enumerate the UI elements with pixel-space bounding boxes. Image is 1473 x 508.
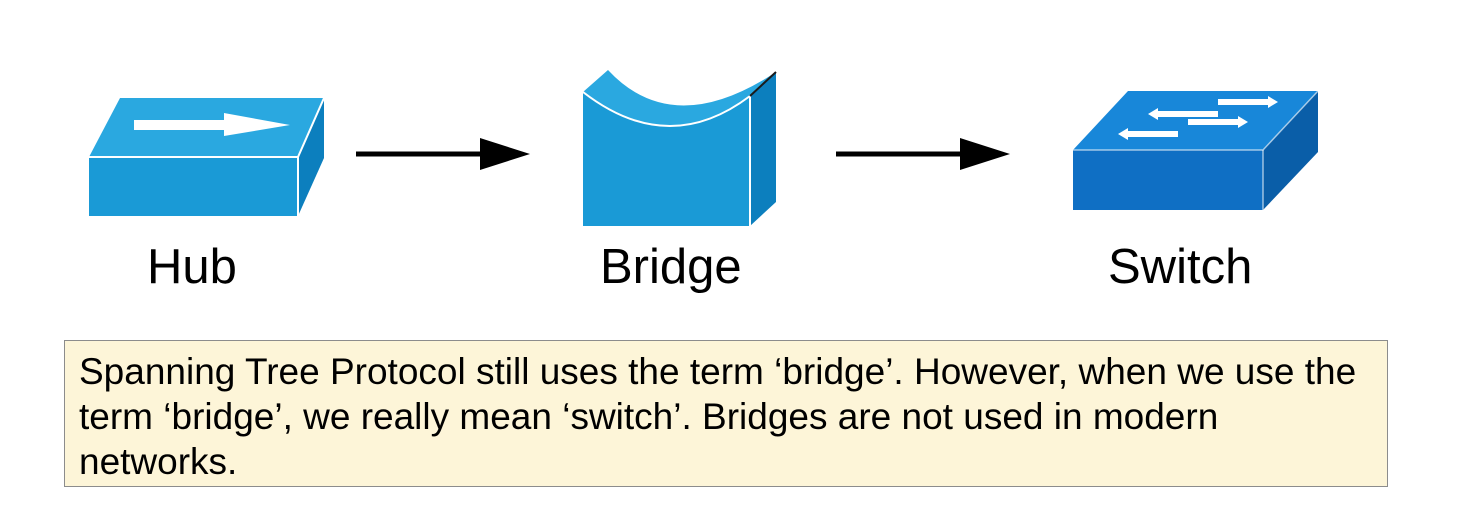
bridge-label: Bridge [600, 240, 742, 294]
bridge-side-face [750, 72, 776, 226]
hub-front-face [89, 157, 298, 216]
arrow-hub-to-bridge [356, 138, 530, 170]
bridge-front-face [583, 92, 750, 226]
switch-front-face [1073, 150, 1263, 210]
note-box: Spanning Tree Protocol still uses the te… [64, 340, 1388, 487]
arrow-bridge-to-switch [836, 138, 1010, 170]
switch-icon [1073, 90, 1319, 210]
hub-side-face [298, 98, 324, 216]
note-text: Spanning Tree Protocol still uses the te… [79, 351, 1357, 482]
switch-label: Switch [1108, 240, 1253, 294]
switch-arrows-icon [1118, 96, 1278, 140]
hub-label: Hub [147, 240, 237, 294]
bridge-icon [582, 70, 777, 226]
hub-arrow-icon [134, 113, 290, 136]
bridge-top-face [583, 70, 776, 127]
hub-icon [89, 97, 325, 216]
switch-side-face [1263, 91, 1318, 210]
